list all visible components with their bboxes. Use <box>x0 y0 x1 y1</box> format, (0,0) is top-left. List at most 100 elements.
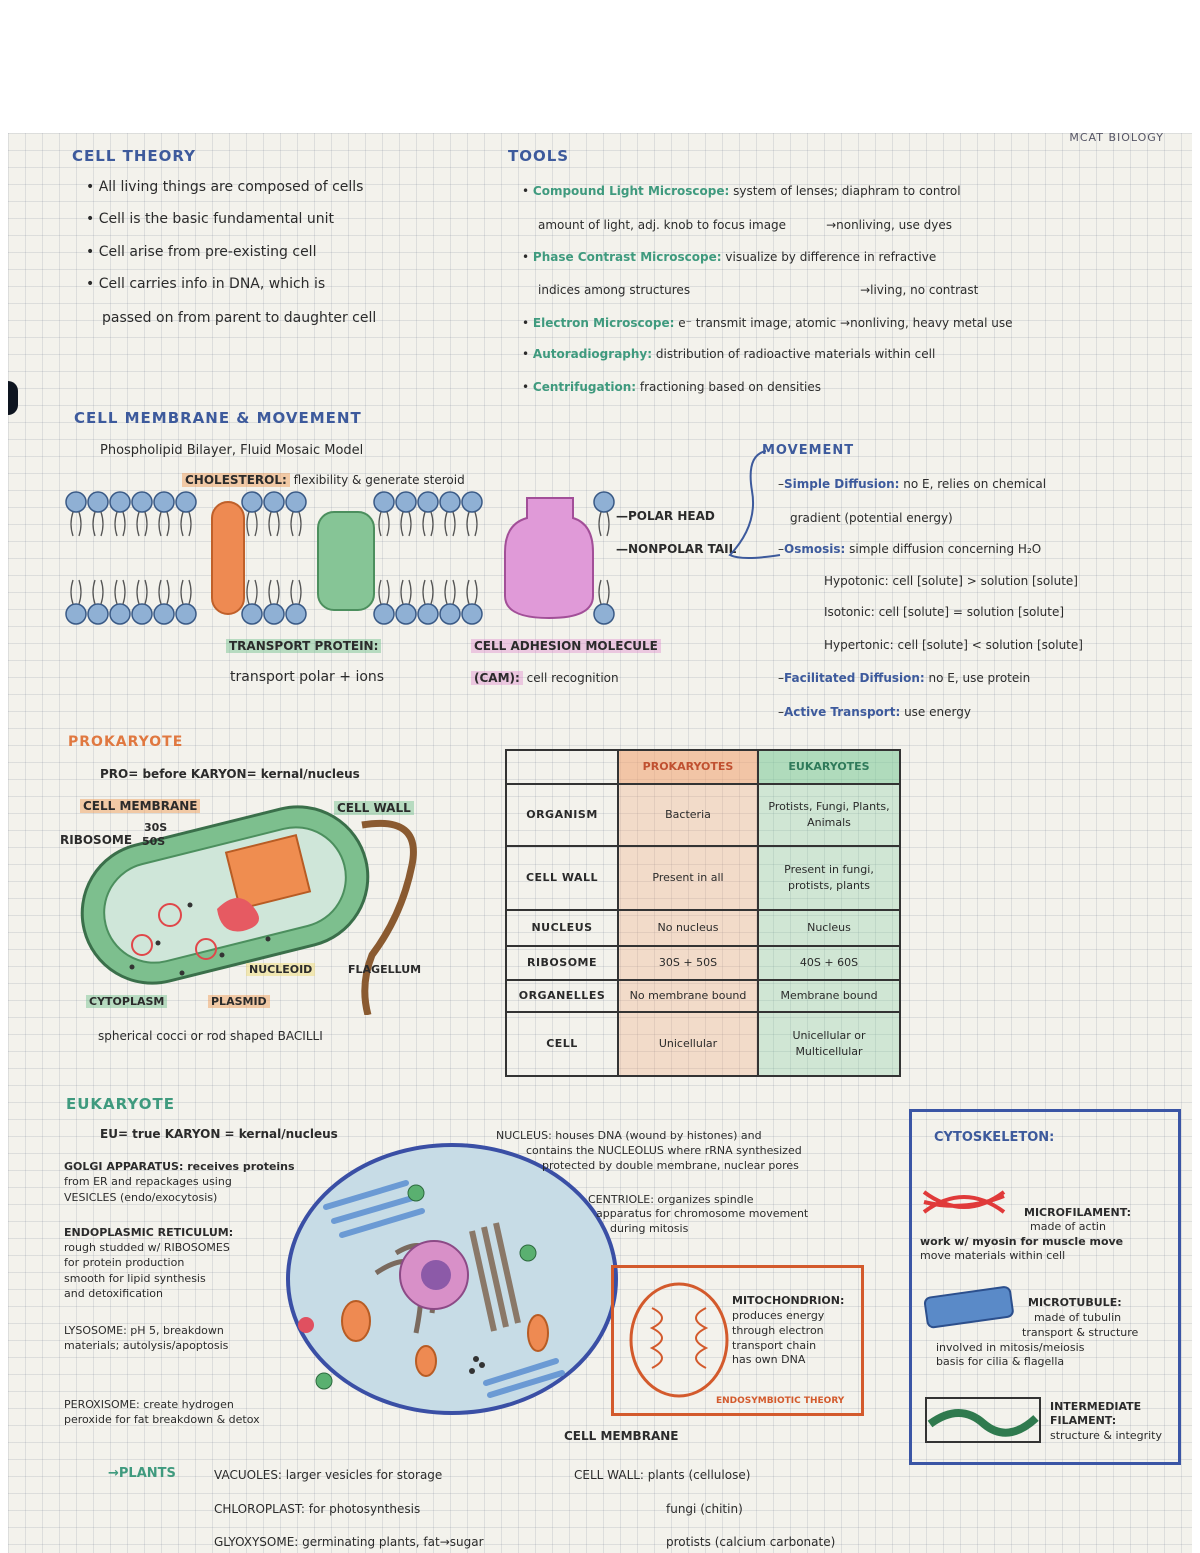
table-row-label: RIBOSOME <box>505 945 619 981</box>
phospholipid-heads <box>65 491 615 625</box>
phospholipid-head <box>461 603 483 625</box>
pk-plasmid-label: PLASMID <box>208 995 270 1008</box>
movement-line-3: –Osmosis: simple diffusion concerning H₂… <box>778 542 1042 556</box>
microfilament-line-1: MICROFILAMENT: <box>1024 1206 1132 1219</box>
phospholipid-tail <box>246 579 258 605</box>
microfilament-line-3: work w/ myosin for muscle move <box>920 1234 1124 1248</box>
phospholipid-head <box>131 603 153 625</box>
phospholipid-tail <box>136 511 148 537</box>
phospholipid-tail <box>400 511 412 537</box>
microtubule-text: MICROTUBULE: made of tubulin transport &… <box>936 1296 1138 1370</box>
phospholipid-head <box>461 491 483 513</box>
membrane-title: CELL MEMBRANE & MOVEMENT <box>74 409 362 427</box>
table-row-label: ORGANISM <box>505 783 619 847</box>
table-cell-prokaryote: 30S + 50S <box>617 945 759 981</box>
phospholipid-tail <box>378 579 390 605</box>
microtubule-line-1: MICROTUBULE: <box>1028 1296 1122 1309</box>
eu-lysosome-line-2: materials; autolysis/apoptosis <box>64 1339 229 1353</box>
phospholipid-head <box>593 603 615 625</box>
eu-er-line-3: for protein production <box>64 1256 185 1270</box>
movement-term-1: Simple Diffusion: <box>784 477 900 491</box>
golgi-shape <box>323 1180 425 1238</box>
cholesterol-term: CHOLESTEROL: <box>182 473 290 487</box>
cell-wall-types-1: CELL WALL: plants (cellulose) <box>574 1468 751 1482</box>
table-cell-prokaryote: Unicellular <box>617 1011 759 1077</box>
mito-line-5: has own DNA <box>732 1353 806 1367</box>
cell-theory-item-5: passed on from parent to daughter cell <box>102 310 377 326</box>
pk-cytoplasm-label: CYTOPLASM <box>86 995 168 1008</box>
phospholipid-head <box>263 491 285 513</box>
phospholipid-head <box>241 603 263 625</box>
cell-wall-types-2: fungi (chitin) <box>666 1502 743 1516</box>
polar-head-text: POLAR HEAD <box>628 509 715 523</box>
movement-text-7: no E, use protein <box>924 671 1031 685</box>
phospholipid-head <box>439 491 461 513</box>
pk-nucleoid-text: NUCLEOID <box>246 963 316 976</box>
eukaryote-cell-diagram <box>286 1143 618 1415</box>
notebook-page: MCAT BIOLOGY CELL THEORY • All living th… <box>8 133 1192 1553</box>
eu-golgi-line-3: VESICLES (endo/exocytosis) <box>64 1190 218 1204</box>
mitochondrion-1 <box>341 1300 371 1342</box>
phospholipid-head <box>417 491 439 513</box>
cytoskeleton-box: CYTOSKELETON: MICROFILAMENT: made of act… <box>909 1109 1181 1465</box>
phospholipid-head <box>131 491 153 513</box>
eu-centriole-line-3: during mitosis <box>610 1221 689 1235</box>
cell-theory-item-4: • Cell carries info in DNA, which is <box>86 276 326 292</box>
phospholipid-tail <box>466 511 478 537</box>
cam-text: (CAM): cell recognition <box>471 671 619 685</box>
phospholipid-tail <box>378 511 390 537</box>
eu-cell-membrane-label: CELL MEMBRANE <box>564 1429 679 1443</box>
phospholipid-tail <box>290 579 302 605</box>
phospholipid-tail <box>158 579 170 605</box>
microtubule-icon <box>923 1286 1014 1329</box>
table-row: CELL WALL Present in all Present in fung… <box>505 845 901 911</box>
pk-cell-membrane-text: CELL MEMBRANE <box>80 799 201 813</box>
tools-title: TOOLS <box>508 147 570 165</box>
table-header-eukaryotes: EUKARYOTES <box>757 749 901 785</box>
eu-centriole-label: CENTRIOLE: organizes spindle apparatus f… <box>588 1193 808 1236</box>
lysosome-shape <box>298 1317 314 1333</box>
phospholipid-tail <box>444 511 456 537</box>
table-cell-eukaryote: Membrane bound <box>757 979 901 1013</box>
prokaryote-eukaryote-table: PROKARYOTES EUKARYOTES ORGANISM Bacteria… <box>505 749 901 1077</box>
movement-line-5: Isotonic: cell [solute] = solution [solu… <box>824 605 1065 619</box>
flagellum-shape <box>361 819 417 1015</box>
cell-theory-item-3: • Cell arise from pre-existing cell <box>86 244 317 260</box>
tools-line-4: indices among structures→living, no cont… <box>538 283 978 297</box>
microfilament-line-2: made of actin <box>1030 1220 1106 1234</box>
polar-head-label: —POLAR HEAD <box>616 509 715 523</box>
intermediate-line-2: FILAMENT: <box>1050 1414 1117 1428</box>
movement-text-1: no E, relies on chemical <box>899 477 1047 491</box>
tools-text-7: fractioning based on densities <box>636 380 822 394</box>
prokaryote-title: PROKARYOTE <box>68 734 184 750</box>
microfilament-text: MICROFILAMENT: made of actin work w/ myo… <box>920 1206 1131 1263</box>
phospholipid-head <box>65 491 87 513</box>
eu-peroxisome-line-1: PEROXISOME: create hydrogen <box>64 1398 234 1411</box>
mito-text: MITOCHONDRION: produces energy through e… <box>732 1294 844 1368</box>
movement-title: MOVEMENT <box>762 443 855 458</box>
tools-term-6: Autoradiography: <box>532 347 653 361</box>
table-row-label: NUCLEUS <box>505 909 619 947</box>
nucleoid-shape <box>217 898 259 932</box>
movement-line-1: –Simple Diffusion: no E, relies on chemi… <box>778 477 1047 491</box>
cholesterol-shape <box>211 501 245 615</box>
phospholipid-tail <box>180 579 192 605</box>
cam-shape <box>504 497 594 620</box>
table-cell-eukaryote: Protists, Fungi, Plants, Animals <box>757 783 901 847</box>
tools-line-2: amount of light, adj. knob to focus imag… <box>538 218 952 232</box>
table-row-label: ORGANELLES <box>505 979 619 1013</box>
movement-term-3: Osmosis: <box>784 542 846 556</box>
phospholipid-tail <box>400 579 412 605</box>
cell-theory-text-4: Cell carries info in DNA, which is <box>98 276 326 292</box>
phospholipid-head <box>593 491 615 513</box>
phospholipid-tail <box>422 579 434 605</box>
prokaryote-diagram <box>80 805 417 1015</box>
plants-item-1: VACUOLES: larger vesicles for storage <box>214 1468 443 1482</box>
phospholipid-tail <box>422 511 434 537</box>
prokaryote-subtitle: PRO= before KARYON= kernal/nucleus <box>100 767 360 781</box>
intermediate-filament-icon <box>925 1397 1041 1443</box>
pk-shapes-text: spherical cocci or rod shaped BACILLI <box>98 1029 323 1043</box>
pk-cell-wall-label: CELL WALL <box>334 801 414 815</box>
pk-cell-wall-text: CELL WALL <box>334 801 414 815</box>
table-cell-prokaryote: No nucleus <box>617 909 759 947</box>
